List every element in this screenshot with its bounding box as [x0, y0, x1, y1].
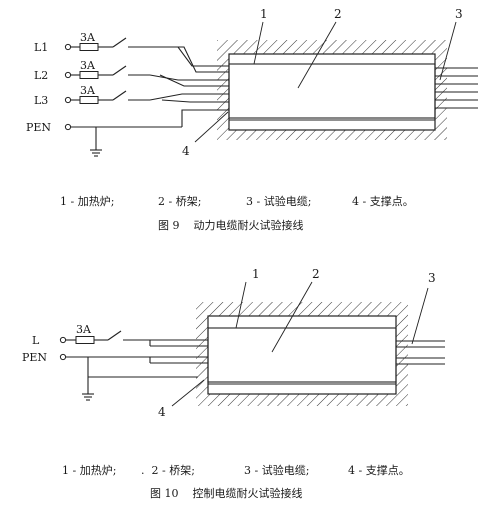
fig9-callout-3: 3: [455, 7, 463, 21]
fig9-label-pen: PEN: [26, 121, 51, 134]
fig9-test-cables: [435, 67, 478, 109]
fig10-test-cables: [396, 340, 445, 365]
fig9-callout-2: 2: [334, 7, 342, 21]
fig10-legend-1: 1 - 加热炉;: [62, 464, 116, 477]
fig9-tray: [228, 63, 436, 119]
fig10-legend-2: . 2 - 桥架;: [141, 464, 195, 477]
fig10-callout-4: 4: [158, 405, 166, 419]
fig9-fuse-3: 3A: [80, 84, 96, 97]
fig9-legend-3: 3 - 试验电缆;: [246, 194, 311, 208]
figure-9: L1 L2 L3 PEN 3A 3A 3A 1 2 3 4 1 - 加热炉; 2…: [26, 7, 478, 232]
fig9-fuse-1: 3A: [80, 31, 96, 44]
fig10-legend-4: 4 - 支撑点。: [348, 463, 410, 477]
fig9-label-l2: L2: [34, 69, 48, 82]
fig9-caption: 图 9 动力电缆耐火试验接线: [158, 218, 303, 232]
fig9-label-l1: L1: [34, 41, 48, 54]
fig10-legend-3: 3 - 试验电缆;: [244, 463, 309, 477]
fig9-legend-2: 2 - 桥架;: [158, 195, 201, 208]
fig10-caption: 图 10 控制电缆耐火试验接线: [150, 486, 302, 500]
fig9-legend-4: 4 - 支撑点。: [352, 194, 414, 208]
fig10-label-l: L: [32, 334, 40, 347]
fig10-lines: [59, 330, 208, 401]
fig10-callout-2: 2: [312, 267, 320, 281]
fig10-label-pen: PEN: [22, 351, 47, 364]
figure-10: L PEN 3A 1 2 3 4 1 - 加热炉; . 2 - 桥架; 3 - …: [22, 267, 445, 500]
fig9-fuse-2: 3A: [80, 59, 96, 72]
fig9-callout-4: 4: [182, 144, 190, 158]
fig10-fuse: 3A: [76, 323, 92, 336]
fig9-label-l3: L3: [34, 94, 48, 107]
fig10-callout-3: 3: [428, 271, 436, 285]
fig9-legend-1: 1 - 加热炉;: [60, 195, 114, 208]
fig9-callout-1: 1: [260, 7, 268, 21]
fig10-callout-1: 1: [252, 267, 260, 281]
fig10-tray: [207, 327, 397, 383]
fig9-phase-lines: [64, 37, 229, 157]
